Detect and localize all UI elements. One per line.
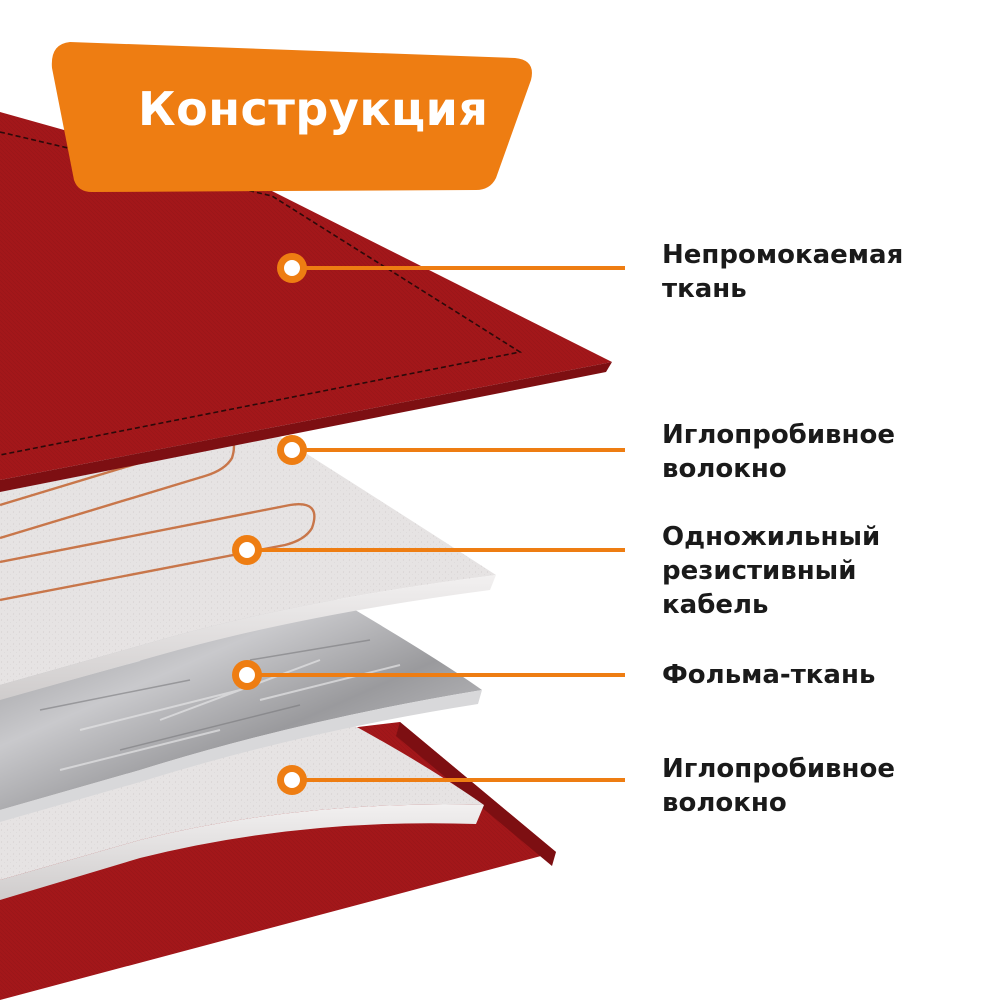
layer-label-resistive-cable: Одножильный резистивный кабель bbox=[662, 520, 880, 622]
layer-label-needle-fiber-top: Иглопробивное волокно bbox=[662, 418, 895, 486]
layer-label-foil-fabric: Фольма-ткань bbox=[662, 658, 875, 692]
page-title: Конструкция bbox=[138, 82, 488, 136]
layer-label-needle-fiber-bottom: Иглопробивное волокно bbox=[662, 752, 895, 820]
callout-2 bbox=[277, 435, 625, 465]
layer-label-waterproof-fabric: Непромокаемая ткань bbox=[662, 238, 903, 306]
